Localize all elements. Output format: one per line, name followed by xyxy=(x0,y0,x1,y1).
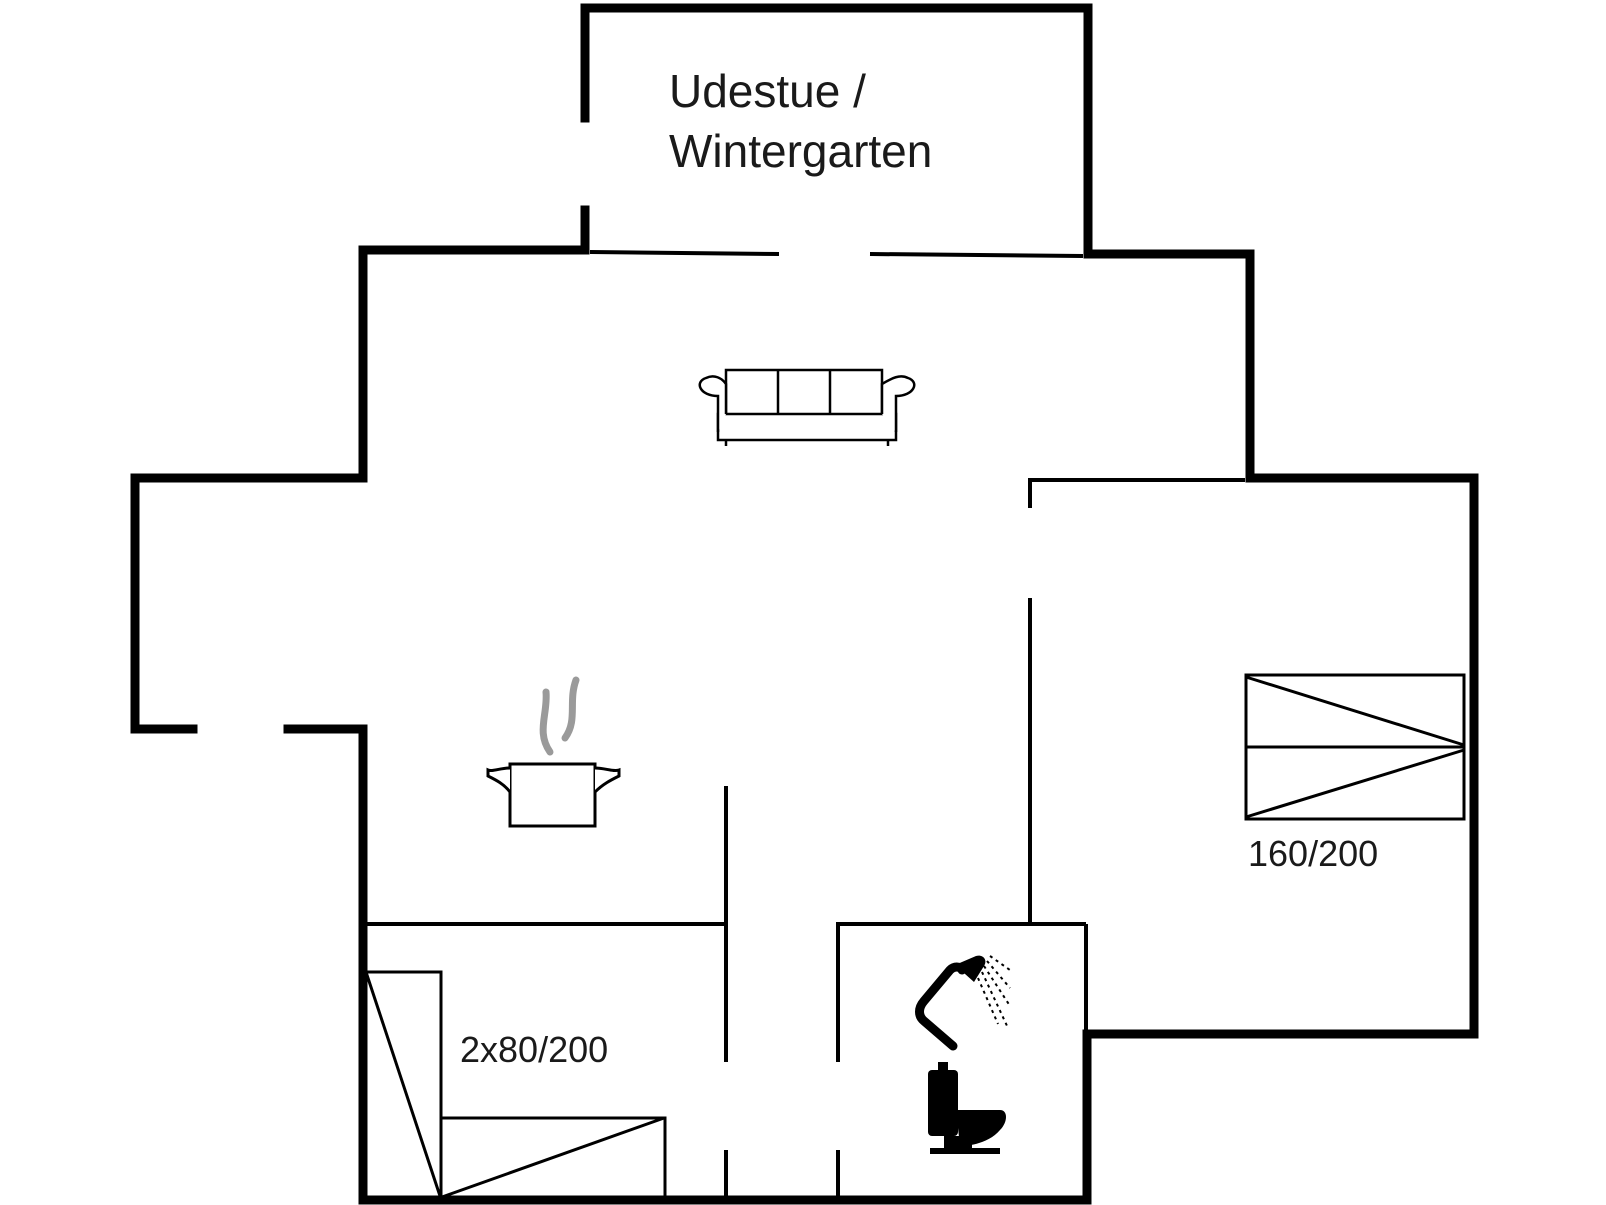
sunroom-label-line2: Wintergarten xyxy=(669,125,932,177)
interior-walls xyxy=(366,250,1245,1200)
sunroom-divider-right xyxy=(869,252,1084,258)
sunroom-label-line1: Udestue / xyxy=(669,65,866,117)
toilet-icon xyxy=(928,1062,1006,1154)
sofa-icon xyxy=(698,368,916,446)
twin-beds-label: 2x80/200 xyxy=(460,1029,608,1070)
twin-beds xyxy=(364,970,667,1199)
outer-walls xyxy=(130,3,1479,1205)
double-bed xyxy=(1244,673,1466,821)
cooking-pot-icon xyxy=(486,676,621,828)
double-bed-label: 160/200 xyxy=(1248,833,1378,874)
shower-icon xyxy=(915,955,1011,1051)
sunroom-left-wall-lower xyxy=(130,205,590,734)
sunroom-divider-left xyxy=(589,250,780,256)
sunroom-left-wall-upper xyxy=(283,3,1479,1205)
